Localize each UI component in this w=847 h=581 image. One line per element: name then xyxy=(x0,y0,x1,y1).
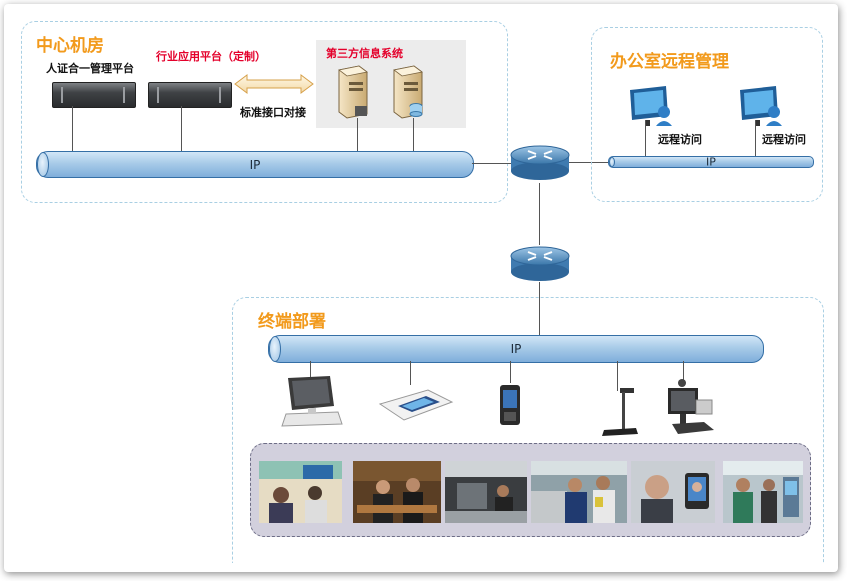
zone-data-center-title: 中心机房 xyxy=(36,36,104,56)
zone-terminal xyxy=(232,297,824,563)
connector-terminal-2 xyxy=(410,361,411,385)
server-tower-icon xyxy=(338,65,368,119)
link-router-terminal xyxy=(539,282,540,335)
router-access-icon xyxy=(510,246,570,281)
pos-terminal-icon xyxy=(281,376,343,427)
interface-label: 标准接口对接 xyxy=(240,106,306,119)
link-center-router xyxy=(472,163,512,164)
scenario-photo-3 xyxy=(445,461,527,523)
document-scanner-icon xyxy=(602,388,638,436)
database-server-icon xyxy=(393,65,423,119)
zone-terminal-title: 终端部署 xyxy=(258,312,326,332)
double-arrow-icon xyxy=(234,74,314,94)
link-router-office xyxy=(568,162,612,163)
scenario-photo-strip xyxy=(250,443,811,537)
third-party-label: 第三方信息系统 xyxy=(326,47,403,60)
connector-third-party-1 xyxy=(357,118,358,154)
connector-third-party-2 xyxy=(413,118,414,154)
id-platform-label: 人证合一管理平台 xyxy=(46,62,134,75)
remote-access-label-1: 远程访问 xyxy=(658,133,702,146)
remote-pc-icon xyxy=(630,86,672,126)
connector-terminal-1 xyxy=(310,361,311,379)
scenario-photo-6 xyxy=(723,461,803,523)
connector-office-2 xyxy=(755,120,756,158)
bus-office: IP xyxy=(608,155,814,169)
scenario-photo-5 xyxy=(631,461,715,523)
industry-platform-label: 行业应用平台（定制） xyxy=(156,50,266,63)
connector-terminal-5 xyxy=(683,361,684,381)
connector-id-platform xyxy=(72,106,73,154)
bus-center-label: IP xyxy=(249,157,261,172)
connector-terminal-4 xyxy=(617,361,618,391)
server-industry-platform xyxy=(148,82,232,108)
bus-terminal-label: IP xyxy=(510,342,522,356)
connector-terminal-3 xyxy=(510,361,511,383)
zone-office-title: 办公室远程管理 xyxy=(610,52,729,72)
zone-office xyxy=(591,27,823,202)
remote-access-label-2: 远程访问 xyxy=(762,133,806,146)
scenario-photo-1 xyxy=(259,461,342,523)
connector-office-1 xyxy=(645,120,646,158)
scenario-photo-4 xyxy=(531,461,627,523)
handheld-terminal-icon xyxy=(500,385,520,425)
link-router-router xyxy=(539,183,540,245)
bus-office-label: IP xyxy=(706,155,716,169)
self-service-kiosk-icon xyxy=(668,379,714,434)
remote-pc-icon-2 xyxy=(740,86,782,126)
bus-terminal: IP xyxy=(268,335,764,363)
scenario-photo-2 xyxy=(353,461,441,523)
id-card-reader-icon xyxy=(378,389,454,421)
bus-center: IP xyxy=(36,151,474,178)
connector-industry-platform xyxy=(181,106,182,154)
server-id-platform xyxy=(52,82,136,108)
zone-data-center xyxy=(21,21,508,203)
router-core-icon xyxy=(510,145,570,180)
